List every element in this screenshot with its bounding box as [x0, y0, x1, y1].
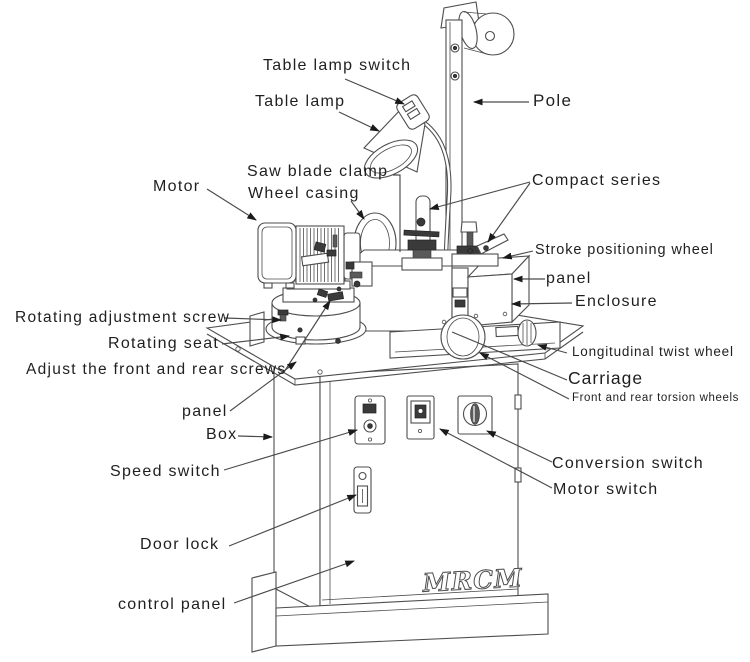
label-adjust-front-rear-screws: Adjust the front and rear screws	[26, 361, 287, 378]
clamp-lever	[476, 233, 509, 255]
rotating-adjustment-screw-part	[277, 309, 289, 316]
label-longitudinal-twist-wheel: Longitudinal twist wheel	[572, 344, 734, 359]
label-table-lamp-switch: Table lamp switch	[263, 57, 412, 74]
label-rotating-seat: Rotating seat	[108, 335, 220, 352]
leader-motor	[206, 188, 257, 221]
label-control-panel: control panel	[118, 596, 227, 613]
label-motor-switch: Motor switch	[553, 481, 659, 498]
label-wheel-casing: Wheel casing	[248, 185, 360, 202]
leader-enclosure	[510, 300, 573, 308]
cabinet-side-face	[273, 361, 321, 613]
label-pole: Pole	[533, 91, 573, 110]
leader-panel-lower	[229, 361, 297, 412]
label-conversion-switch: Conversion switch	[552, 455, 704, 472]
motor-front-cap	[257, 222, 297, 284]
label-front-rear-torsion-wheels: Front and rear torsion wheels	[572, 392, 739, 404]
leader-conversion-switch	[486, 430, 553, 463]
center-clamp	[401, 195, 443, 271]
leader-stroke-positioning-wheel	[501, 250, 534, 260]
longitudinal-twist-wheel-knob	[517, 319, 537, 347]
leader-speed-switch	[223, 429, 358, 471]
label-compact-series: Compact series	[532, 172, 662, 189]
leader-adjust-front-rear-screws	[283, 300, 331, 373]
label-rotating-adjustment-screw: Rotating adjustment screw	[15, 309, 231, 326]
leader-compact-series-2	[487, 182, 531, 243]
leader-control-panel	[233, 560, 355, 604]
pole-assembly	[440, 1, 515, 259]
label-enclosure: Enclosure	[575, 293, 658, 310]
leader-rotating-seat	[221, 333, 291, 345]
leader-saw-blade-clamp	[393, 174, 401, 252]
seat-side-bracket	[249, 311, 265, 347]
base-plinth	[251, 571, 549, 653]
label-panel-lower: panel	[182, 403, 228, 420]
leader-wheel-casing	[350, 200, 365, 220]
spindle-clamp-bits	[300, 234, 373, 288]
label-stroke-positioning-wheel: Stroke positioning wheel	[535, 242, 714, 258]
roller-hub	[484, 30, 496, 42]
leader-compact-series-1	[429, 181, 531, 211]
hinge-bottom	[514, 467, 522, 483]
leader-door-lock	[228, 494, 357, 547]
leader-table-lamp	[338, 111, 380, 132]
leader-table-lamp-switch	[344, 78, 405, 105]
motor-switch-drawing	[406, 395, 435, 440]
right-clamp	[451, 221, 509, 267]
label-door-lock: Door lock	[140, 536, 220, 553]
conversion-switch-drawing	[457, 395, 493, 435]
leader-longitudinal-twist-wheel	[537, 343, 568, 354]
label-saw-blade-clamp: Saw blade clamp	[247, 163, 389, 180]
label-carriage: Carriage	[568, 368, 644, 388]
cabinet-drawing: MRCM	[251, 361, 549, 653]
leader-carriage	[451, 331, 568, 381]
lamp-rim	[363, 139, 419, 179]
leader-motor-switch	[439, 428, 553, 489]
hinge-top	[514, 394, 522, 410]
label-speed-switch: Speed switch	[110, 463, 221, 480]
label-motor: Motor	[153, 178, 201, 195]
rotating-seat-drawing	[249, 289, 367, 347]
leader-box	[237, 433, 274, 441]
speed-switch-drawing	[354, 395, 386, 445]
door-lock-drawing	[353, 466, 372, 514]
leader-rotating-adjustment-screw	[224, 316, 283, 324]
label-box: Box	[206, 426, 238, 443]
leader-lines	[206, 78, 573, 604]
label-panel-upper: panel	[546, 270, 592, 287]
label-table-lamp: Table lamp	[255, 93, 346, 110]
brand-logo: MRCM	[421, 563, 524, 597]
twist-wheel-shaft	[495, 325, 519, 338]
front-rear-adjust-screws	[277, 286, 344, 322]
leader-front-rear-torsion-wheels	[479, 352, 570, 400]
